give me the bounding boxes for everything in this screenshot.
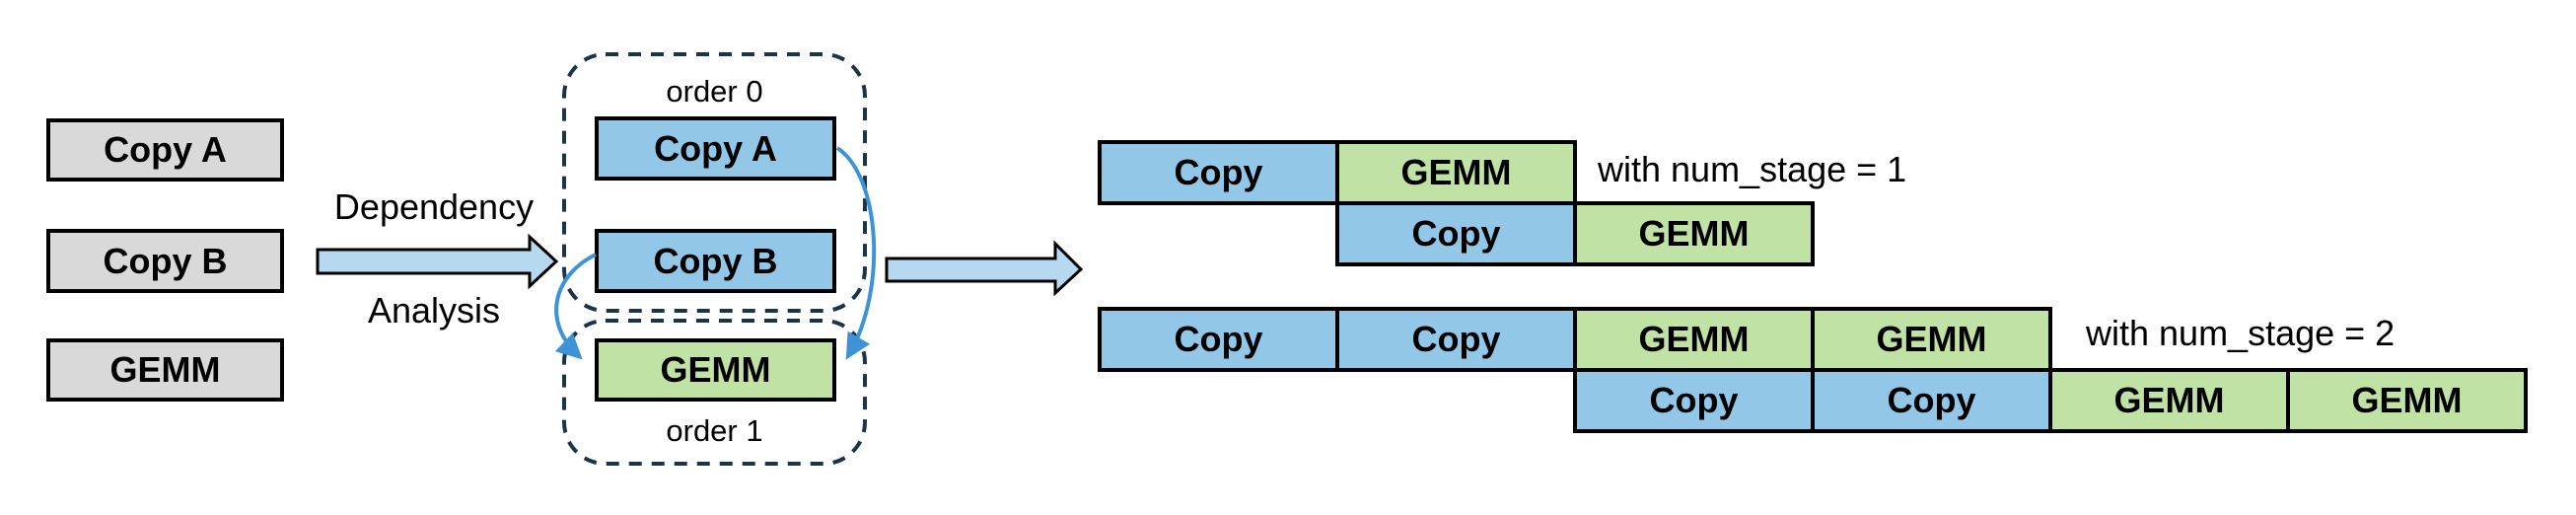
source-task-gemm-label: GEMM [109, 349, 221, 390]
num-stage-1-annotation: with num_stage = 1 [1598, 149, 1907, 189]
copy-a-to-gemm-edge [835, 146, 877, 360]
num-stage-2-annotation: with num_stage = 2 [2086, 313, 2396, 353]
pipeline-2-row-2-box-copy: Copy [1811, 368, 2052, 433]
analysis-label: Analysis [367, 290, 501, 331]
graph-node-copy-b: Copy B [595, 229, 836, 293]
source-task-copy-a: Copy A [46, 118, 284, 182]
graph-node-copy-a: Copy A [595, 116, 836, 181]
pipeline-2-row-1-box-gemm: GEMM [1811, 307, 2052, 372]
source-task-gemm: GEMM [46, 338, 284, 402]
pipeline-2-row-2-box-gemm: GEMM [2286, 368, 2528, 433]
pipeline-2-row-1-box-copy: Copy [1098, 307, 1339, 372]
pipeline-1-row-2-box-gemm: GEMM [1573, 201, 1815, 266]
dependency-label: Dependency [333, 186, 535, 227]
pipeline-1-row-2-box-copy: Copy [1335, 201, 1577, 266]
source-task-copy-b: Copy B [46, 229, 284, 293]
graph-to-pipeline-arrow [885, 240, 1084, 297]
pipeline-2-row-1-box-copy: Copy [1335, 307, 1577, 372]
pipeline-2-row-2-box-copy: Copy [1573, 368, 1815, 433]
order0-label: order 0 [666, 74, 763, 109]
pipeline-2-row-2-box-gemm: GEMM [2048, 368, 2290, 433]
graph-node-gemm-label: GEMM [660, 349, 771, 390]
pipeline-1-row-1-box-gemm: GEMM [1335, 140, 1577, 205]
dependency-analysis-arrow [316, 233, 559, 290]
pipeline-1-row-1-box-copy: Copy [1098, 140, 1339, 205]
order1-label: order 1 [666, 413, 763, 448]
graph-node-copy-b-label: Copy B [653, 240, 778, 281]
source-task-copy-a-label: Copy A [104, 129, 227, 170]
pipeline-2-row-1-box-gemm: GEMM [1573, 307, 1815, 372]
graph-node-gemm: GEMM [595, 338, 836, 402]
source-task-copy-b-label: Copy B [103, 240, 228, 281]
graph-node-copy-a-label: Copy A [654, 127, 777, 169]
